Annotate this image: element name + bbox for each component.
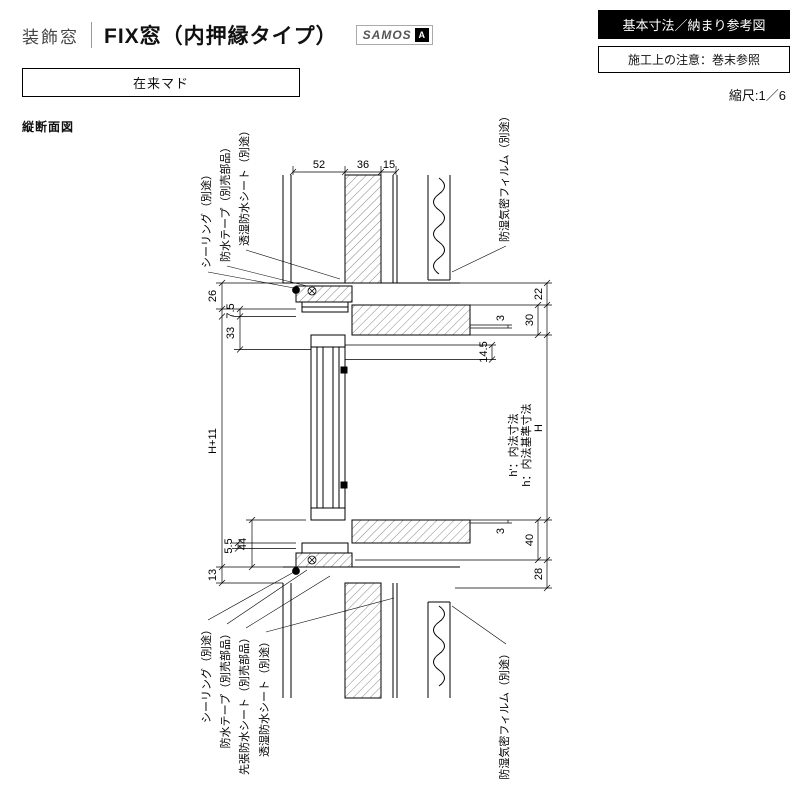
brand-name: SAMOS: [362, 28, 412, 42]
window-frame: [283, 282, 471, 568]
dim-left-13: 13: [207, 569, 219, 581]
label-breathable-sheet-bottom: 透湿防水シート（別途）: [257, 636, 271, 757]
dim-left-44: 44: [237, 538, 249, 550]
part-labels: シーリング（別途） 防水テープ（別売部品） 透湿防水シート（別途） 防湿気密フィ…: [199, 110, 511, 779]
sealing-dot: [292, 286, 300, 294]
sealing-dot: [292, 567, 300, 575]
dim-right-40: 40: [524, 534, 536, 546]
inner-height-label: h'：内法寸法: [506, 413, 520, 476]
category-label: 装飾窓: [22, 27, 79, 47]
dim-right-28: 28: [533, 568, 545, 580]
dim-right-14-5: 14.5: [478, 341, 490, 362]
glazing-block-symbol: [340, 366, 348, 374]
dimension-texts: 52 36 15 26 7.5 33 H+11 5.5 44 13 22 30 …: [207, 159, 545, 581]
label-vapor-film-top: 防湿気密フィルム（別途）: [497, 110, 511, 242]
window-type-box: 在来マド: [22, 68, 300, 97]
label-waterproof-tape-top: 防水テープ（別売部品）: [218, 142, 232, 262]
dim-right-H: H: [533, 424, 545, 432]
construction-note: 施工上の注意：巻末参照: [598, 46, 790, 73]
dimension-lines: [216, 166, 552, 592]
label-sealing-bottom: シーリング（別途）: [199, 624, 213, 723]
dim-right-3-bottom: 3: [495, 528, 507, 534]
dim-right-22: 22: [533, 288, 545, 300]
view-label: 縦断面図: [22, 120, 75, 134]
label-sealing-top: シーリング（別途）: [199, 169, 213, 268]
header-right: 基本寸法／納まり参考図 施工上の注意：巻末参照 縮尺:1／6: [598, 10, 790, 104]
label-pre-waterproof-sheet-bottom: 先張防水シート（別売部品）: [237, 632, 251, 775]
dim-left-7-5: 7.5: [225, 303, 237, 318]
dim-left-h11: H+11: [207, 428, 219, 454]
dim-right-3-top: 3: [495, 315, 507, 321]
dim-left-33: 33: [225, 327, 237, 339]
scale-label: 縮尺:1／6: [728, 88, 786, 103]
reference-title: 基本寸法／納まり参考図: [598, 10, 790, 39]
wall-structure: [282, 174, 451, 699]
leader-lines: [207, 245, 507, 645]
header: 装飾窓 FIX窓（内押縁タイプ） SAMOS A: [22, 20, 433, 50]
inner-height-base-label: h：内法基準寸法: [519, 403, 533, 486]
dim-top-52: 52: [313, 159, 325, 171]
label-breathable-sheet-top: 透湿防水シート（別途）: [237, 125, 251, 246]
dim-top-36: 36: [357, 159, 369, 171]
section-drawing: 52 36 15 26 7.5 33 H+11 5.5 44 13 22 30 …: [199, 110, 552, 780]
label-vapor-film-bottom: 防湿気密フィルム（別途）: [497, 648, 511, 780]
brand-badge: SAMOS A: [355, 25, 433, 45]
header-divider: [91, 22, 92, 48]
brand-mark: A: [414, 28, 429, 42]
dim-right-30: 30: [524, 314, 536, 326]
page-title: FIX窓（内押縁タイプ）: [104, 25, 338, 48]
dim-left-26: 26: [207, 290, 219, 302]
label-waterproof-tape-bottom: 防水テープ（別売部品）: [218, 628, 232, 748]
fastener-symbols: [292, 286, 317, 575]
dim-top-15: 15: [383, 159, 395, 171]
dim-left-5-5: 5.5: [223, 538, 235, 553]
glazing-block-symbol: [340, 481, 348, 489]
